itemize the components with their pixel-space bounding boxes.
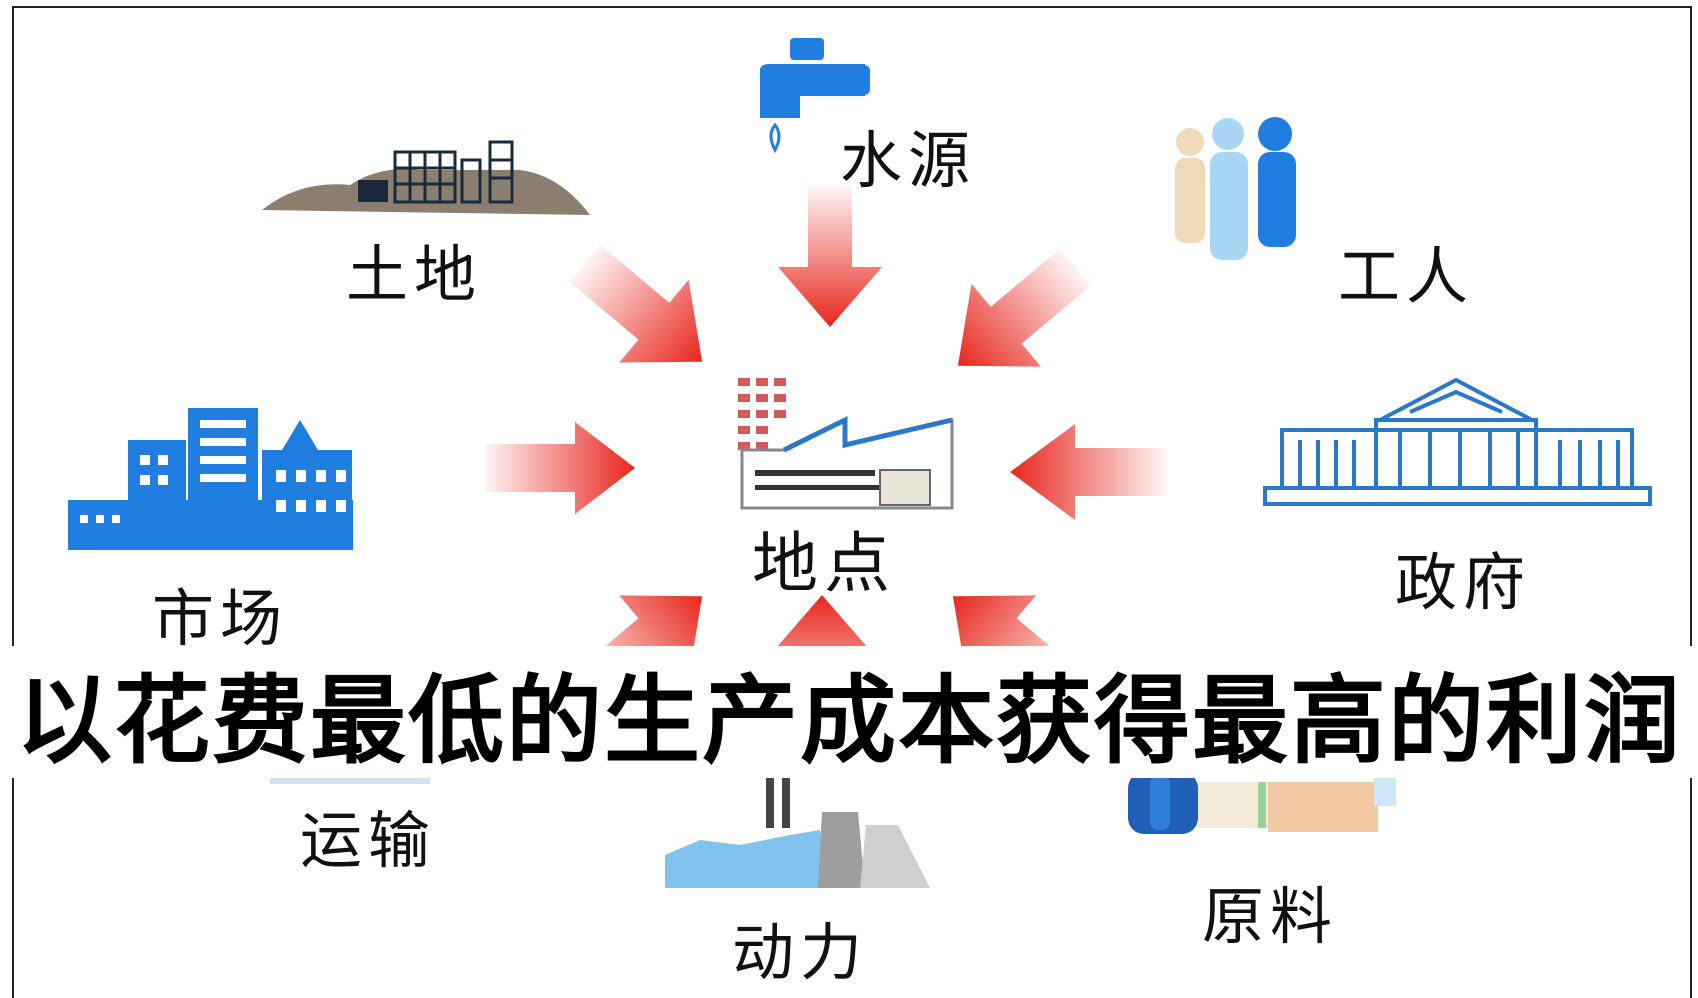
raw-materials-icon (1128, 772, 1396, 834)
faucet-icon (760, 38, 870, 154)
profit-banner: 以花费最低的生产成本获得最高的利润 (0, 646, 1698, 778)
arrow-from-water (778, 187, 882, 327)
land-buildings-icon (262, 140, 590, 215)
factor-label-power: 动力 (732, 916, 869, 989)
factor-label-materials: 原料 (1202, 880, 1339, 953)
diagram-frame (12, 6, 1692, 998)
factory-icon (738, 378, 954, 510)
center-label: 地点 (752, 525, 896, 602)
arrow-from-land (569, 244, 703, 363)
city-buildings-icon (68, 408, 353, 550)
arrow-from-workers (957, 248, 1091, 367)
factor-label-market: 市场 (152, 582, 289, 655)
government-building-icon (1263, 377, 1652, 506)
factor-label-government: 政府 (1395, 546, 1532, 619)
arrow-from-government (1010, 424, 1165, 520)
factor-label-workers: 工人 (1338, 240, 1475, 313)
power-plant-icon (665, 770, 930, 888)
arrow-from-market (485, 422, 635, 514)
factor-label-land: 土地 (346, 238, 483, 311)
workers-icon (1175, 117, 1296, 260)
factor-label-transport: 运输 (300, 804, 437, 877)
factor-label-water: 水源 (840, 124, 977, 197)
banner-text: 以花费最低的生产成本获得最高的利润 (16, 664, 1682, 777)
